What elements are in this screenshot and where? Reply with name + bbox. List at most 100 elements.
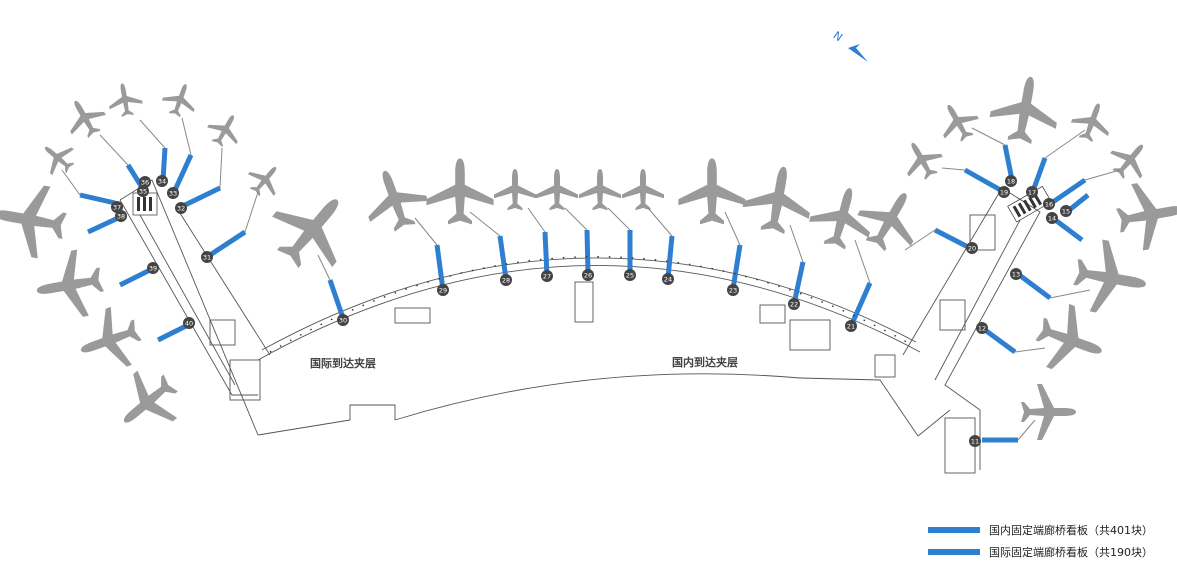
- legend-label: 国内固定端廊桥看板（共401块）: [989, 524, 1153, 537]
- international-arrival-mezzanine-label: 国际到达夹层: [310, 357, 376, 370]
- gate-marker: 26: [582, 269, 594, 281]
- gate-marker: 28: [500, 274, 512, 286]
- airplane-icon: [895, 133, 949, 187]
- gate-circle: [139, 176, 151, 188]
- gate-marker: 35: [137, 185, 149, 197]
- gate-circle: [845, 320, 857, 332]
- airplane-icon: [105, 80, 145, 119]
- gate-marker: 31: [201, 251, 213, 263]
- airplane-icon: [1067, 96, 1118, 147]
- gate-number: 14: [1048, 215, 1056, 223]
- airplane-icon: [158, 78, 202, 121]
- airplane-icon: [536, 169, 578, 211]
- gate-circle: [167, 187, 179, 199]
- gate-number: 35: [139, 188, 147, 196]
- airplane-icon: [622, 169, 664, 211]
- gate-marker: 18: [1005, 175, 1017, 187]
- gate-marker: 30: [337, 314, 349, 326]
- gate-number: 37: [113, 204, 121, 212]
- airplane-icon: [1069, 236, 1153, 321]
- gate-number: 25: [626, 272, 634, 280]
- gate-circle: [966, 242, 978, 254]
- gate-marker: 17: [1026, 186, 1038, 198]
- legend-item-international: 国际固定端廊桥看板（共190块）: [928, 544, 1153, 560]
- gate-marker: 21: [845, 320, 857, 332]
- airplane-icon: [1102, 132, 1158, 188]
- gate-number: 36: [141, 179, 149, 187]
- gate-number: 34: [158, 178, 166, 186]
- airplane-icon: [34, 134, 82, 182]
- gate-number: 21: [847, 323, 855, 331]
- pier-head-detail: [132, 185, 1052, 223]
- legend-item-domestic: 国内固定端廊桥看板（共401块）: [928, 522, 1153, 538]
- gate-number: 18: [1007, 178, 1015, 186]
- gate-marker: 12: [976, 322, 988, 334]
- legend-label: 国际固定端廊桥看板（共190块）: [989, 546, 1153, 559]
- gate-circle: [1010, 268, 1022, 280]
- gate-marker: 32: [175, 202, 187, 214]
- gate-marker: 29: [437, 284, 449, 296]
- gate-marker: 40: [183, 317, 195, 329]
- airplane-icon: [1021, 384, 1076, 440]
- gate-number: 23: [729, 287, 737, 295]
- airplane-icon: [848, 177, 933, 262]
- gate-circle: [115, 210, 127, 222]
- gate-marker: 24: [662, 273, 674, 285]
- gate-number: 24: [664, 276, 672, 284]
- gate-circle: [500, 274, 512, 286]
- gate-marker: 36: [139, 176, 151, 188]
- airplane-icon: [739, 161, 817, 238]
- airplane-icon: [104, 359, 191, 446]
- gate-number: 40: [185, 320, 193, 328]
- airplane-icon: [31, 246, 108, 324]
- gate-circle: [662, 273, 674, 285]
- airplane-icon: [931, 95, 985, 149]
- gate-circle: [969, 435, 981, 447]
- gate-markers: 1112131415161718192021222324252627282930…: [111, 175, 1072, 447]
- airplane-icon: [58, 91, 112, 145]
- gate-marker: 33: [167, 187, 179, 199]
- gate-marker: 38: [115, 210, 127, 222]
- gate-circle: [1060, 205, 1072, 217]
- airplane-icon: [241, 156, 289, 204]
- airplane-icon: [0, 177, 71, 262]
- gate-circle: [998, 186, 1010, 198]
- gate-number: 22: [790, 301, 798, 309]
- gate-number: 26: [584, 272, 592, 280]
- gate-number: 17: [1028, 189, 1036, 197]
- gate-number: 12: [978, 325, 986, 333]
- gate-number: 28: [502, 277, 510, 285]
- gate-circle: [788, 298, 800, 310]
- gate-number: 38: [117, 213, 125, 221]
- gate-circle: [1043, 198, 1055, 210]
- gate-circle: [976, 322, 988, 334]
- gate-marker: 39: [147, 262, 159, 274]
- gate-circle: [183, 317, 195, 329]
- gate-circle: [175, 202, 187, 214]
- gate-circle: [337, 314, 349, 326]
- airplane-icon: [426, 158, 494, 225]
- airplane-icon: [1028, 297, 1114, 384]
- gate-number: 16: [1045, 201, 1053, 209]
- gate-circle: [541, 270, 553, 282]
- gate-number: 19: [1000, 189, 1008, 197]
- airplane-icon: [202, 107, 248, 153]
- gate-marker: 15: [1060, 205, 1072, 217]
- gate-marker: 20: [966, 242, 978, 254]
- legend-swatch: [928, 527, 980, 533]
- gate-marker: 22: [788, 298, 800, 310]
- gate-circle: [624, 269, 636, 281]
- gate-marker: 14: [1046, 212, 1058, 224]
- gate-circle: [1026, 186, 1038, 198]
- legend-swatch: [928, 549, 980, 555]
- bridge-connectors: [61, 117, 1121, 441]
- airplane-icon: [986, 71, 1064, 148]
- gate-circle: [156, 175, 168, 187]
- gate-marker: 34: [156, 175, 168, 187]
- boarding-bridges: [79, 144, 1090, 443]
- gate-marker: 13: [1010, 268, 1022, 280]
- gate-number: 33: [169, 190, 177, 198]
- gate-marker: 23: [727, 284, 739, 296]
- gate-number: 30: [339, 317, 347, 325]
- gate-number: 31: [203, 254, 211, 262]
